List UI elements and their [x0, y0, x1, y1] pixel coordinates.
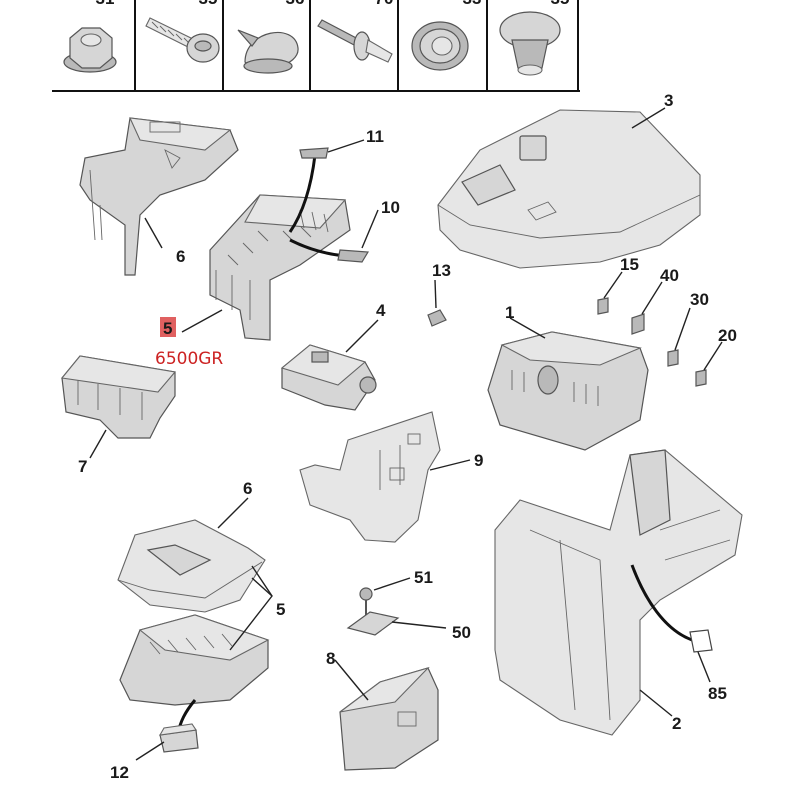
part-50-plate — [346, 611, 400, 636]
push-cap-icon — [237, 29, 299, 74]
callout-10: 10 — [381, 198, 400, 217]
hardware-header-1: 31 — [96, 0, 115, 8]
part-40-fuse — [631, 313, 645, 335]
rivet-icon — [317, 19, 393, 63]
part-85-tag — [689, 629, 713, 653]
callout-5-highlighted: 5 — [163, 319, 172, 338]
part-code-label: 6500GR — [155, 349, 223, 369]
part-85-wire — [630, 564, 693, 642]
callout-15: 15 — [620, 255, 639, 274]
flange-nut-icon — [63, 27, 117, 73]
callout-4: 4 — [376, 301, 386, 320]
hardware-header-2: 35 — [199, 0, 218, 8]
callout-6-lower: 6 — [243, 479, 252, 498]
part-5-fuse-box-lower — [119, 614, 270, 706]
hardware-header-3: 36 — [286, 0, 305, 8]
part-5-fuse-box-upper — [209, 194, 351, 341]
highlight-marker-box — [160, 317, 176, 337]
part-2-housing — [494, 449, 743, 736]
callout-11: 11 — [366, 127, 384, 146]
callout-20: 20 — [718, 326, 737, 345]
part-6-upper-bracket — [79, 117, 239, 276]
part-3-cover — [437, 109, 701, 269]
callout-51: 51 — [414, 568, 433, 587]
callout-8: 8 — [326, 649, 335, 668]
callout-50: 50 — [452, 623, 471, 642]
callout-labels: 3 6 11 10 13 15 40 30 20 4 1 7 9 6 5 51 … — [78, 91, 737, 782]
part-30-fuse — [667, 349, 679, 367]
hardware-header-6: 35 — [551, 0, 570, 8]
callout-30: 30 — [690, 290, 709, 309]
part-51-clip — [359, 587, 373, 616]
hardware-strip: 31 35 36 70 33 35 — [52, 0, 580, 92]
part-1-fuse-box — [487, 331, 649, 451]
callout-6-upper: 6 — [176, 247, 185, 266]
part-11-wire — [288, 154, 317, 233]
leader-lines — [89, 107, 723, 761]
callout-9: 9 — [474, 451, 483, 470]
part-13-fuse — [427, 309, 447, 327]
callout-2: 2 — [672, 714, 681, 733]
callout-85: 85 — [708, 684, 727, 703]
callout-5-lower: 5 — [276, 600, 285, 619]
callout-3: 3 — [664, 91, 673, 110]
part-15-fuse — [597, 297, 609, 315]
part-12-connector — [158, 723, 199, 753]
self-tapping-screw-icon — [145, 17, 220, 63]
callout-1: 1 — [505, 303, 514, 322]
callout-40: 40 — [660, 266, 679, 285]
hardware-header-4: 70 — [375, 0, 394, 8]
part-4-relay-module — [280, 344, 377, 411]
part-6-lower-lid — [117, 519, 266, 613]
part-9-bracket — [299, 411, 441, 543]
part-8-module — [339, 666, 439, 771]
grommet-icon — [411, 21, 469, 71]
part-7-connector-block — [60, 355, 177, 439]
callout-7: 7 — [78, 457, 87, 476]
hardware-header-5: 33 — [463, 0, 482, 8]
highlighted-part-marker: 5 6500GR — [155, 317, 223, 369]
push-clip-icon — [499, 11, 561, 76]
part-20-fuse — [695, 369, 707, 387]
callout-13: 13 — [432, 261, 451, 280]
part-11-terminal — [299, 147, 329, 159]
part-10-terminal — [337, 249, 370, 263]
callout-12: 12 — [110, 763, 129, 782]
